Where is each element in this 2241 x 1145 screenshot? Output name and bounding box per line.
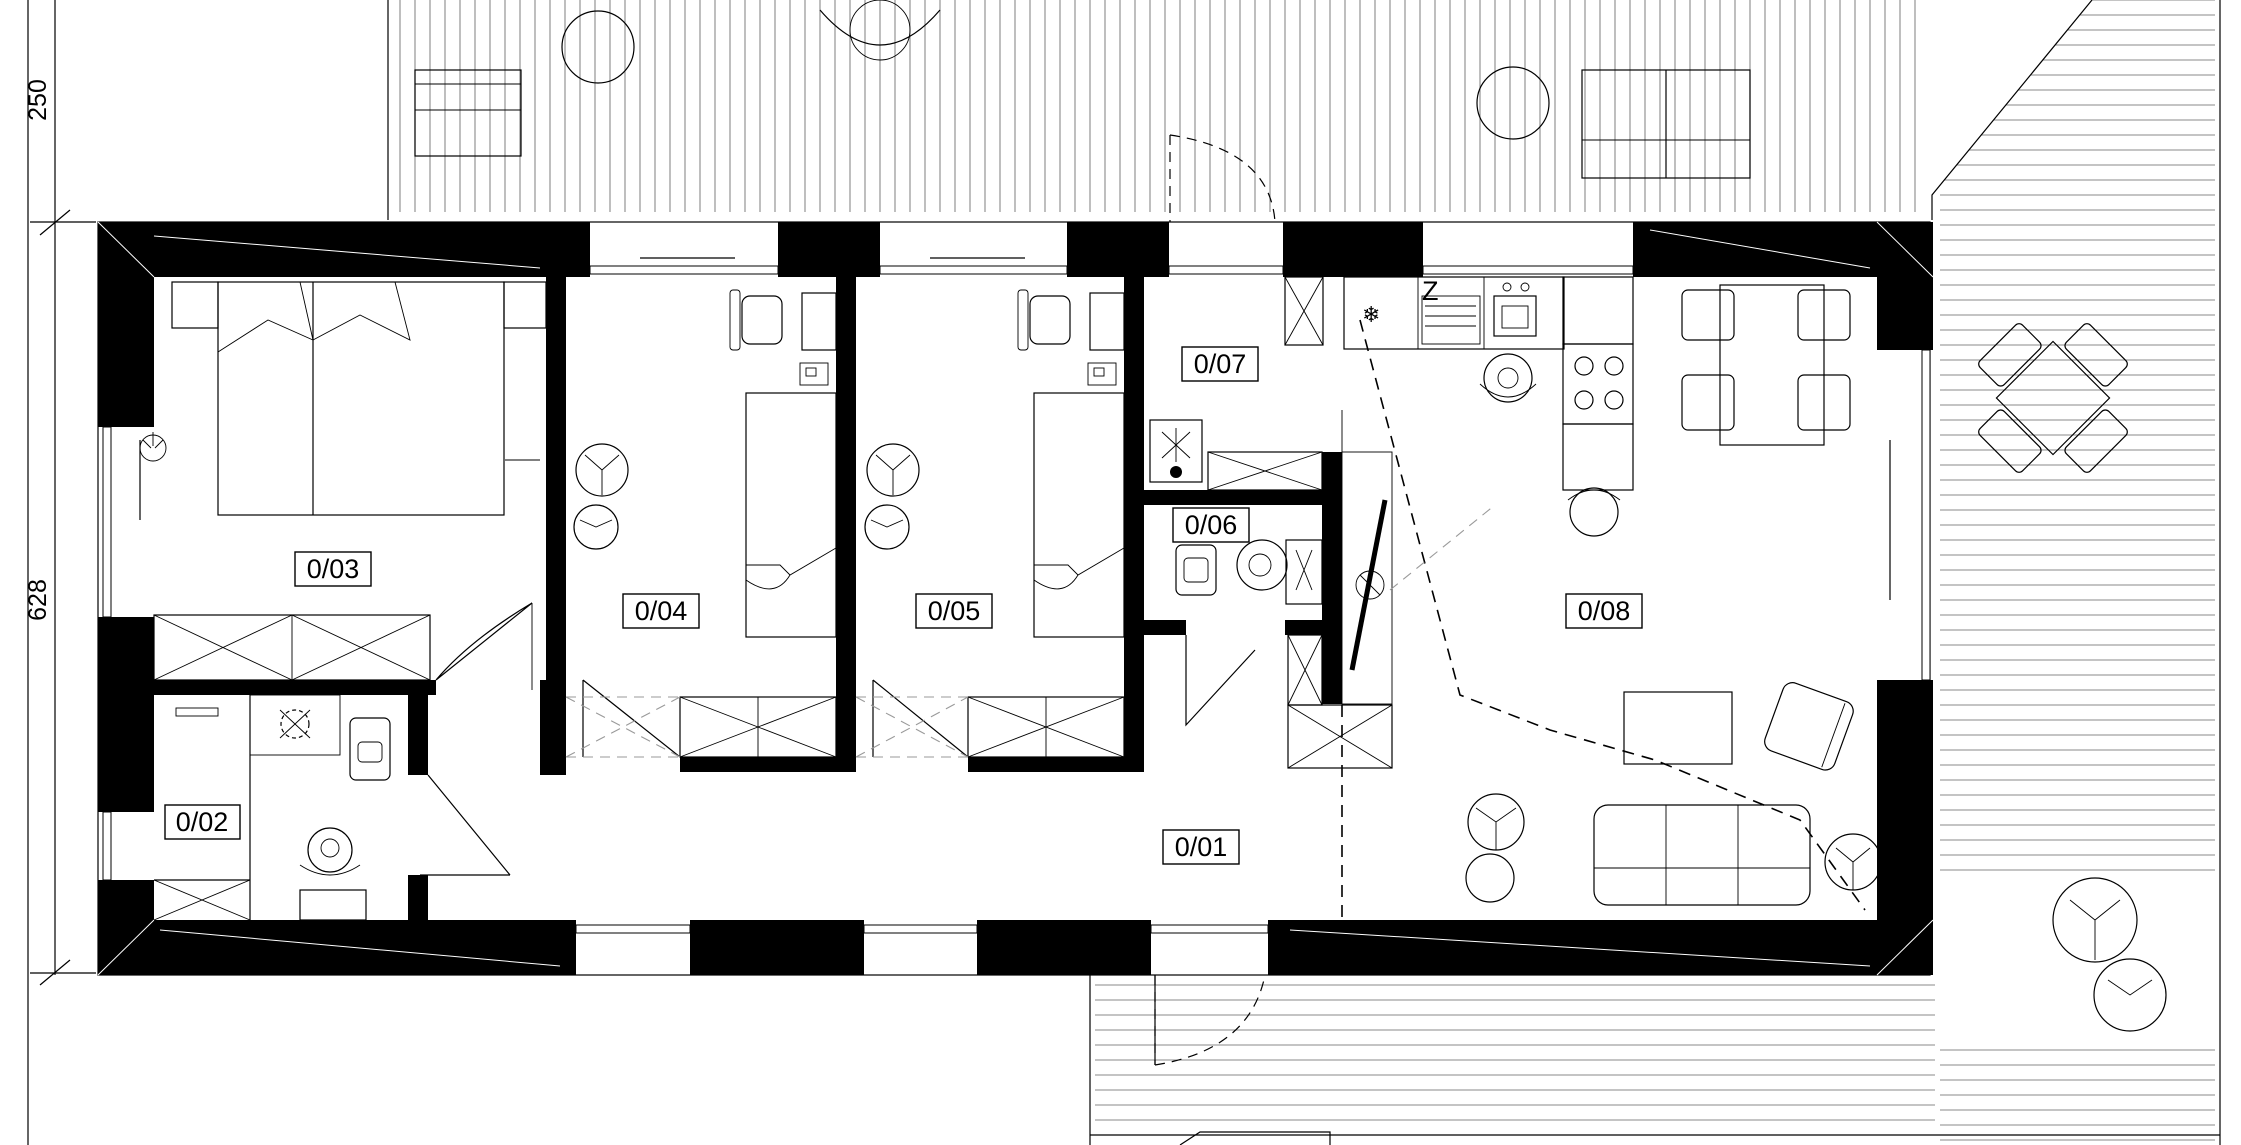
armchair xyxy=(1764,682,1854,771)
cook-person xyxy=(1479,353,1537,403)
room-label-0-07: 0/07 xyxy=(1181,346,1259,382)
room-label-0-05: 0/05 xyxy=(915,593,993,629)
room-label-0-06: 0/06 xyxy=(1172,507,1250,543)
room-label-0-02: 0/02 xyxy=(164,804,241,840)
plant-icon xyxy=(2052,877,2167,1032)
door-room-0-05 xyxy=(872,679,969,758)
south-terrace xyxy=(1089,975,2220,1145)
interior-walls xyxy=(154,277,1342,920)
room-0-04-furniture xyxy=(573,289,837,758)
east-terrace xyxy=(1931,0,2221,1145)
door-bathroom xyxy=(427,774,511,876)
door-room-0-07 xyxy=(1185,635,1256,727)
svg-text:0/03: 0/03 xyxy=(307,554,360,584)
coffee-table xyxy=(1623,691,1733,765)
bathroom-fixtures xyxy=(153,694,391,921)
plant-icon xyxy=(139,432,167,462)
door-entrance-south xyxy=(1154,974,1266,1066)
stove-icon xyxy=(1574,356,1624,410)
svg-text:0/07: 0/07 xyxy=(1194,349,1247,379)
room-label-0-01: 0/01 xyxy=(1162,829,1240,865)
door-entrance-north xyxy=(1169,134,1276,223)
plant-icon xyxy=(1465,793,1882,903)
room-label-0-03: 0/03 xyxy=(294,551,372,587)
kitchen-counter xyxy=(1343,276,1634,491)
dimension-line xyxy=(27,0,96,1145)
fridge-mark: Z xyxy=(1422,276,1439,306)
patio-table-set xyxy=(1978,323,2128,473)
north-terrace xyxy=(387,0,1916,220)
room-0-05-furniture xyxy=(864,289,1125,758)
svg-text:0/01: 0/01 xyxy=(1175,832,1228,862)
bathroom-0-06-fixtures xyxy=(1175,539,1323,605)
svg-text:0/04: 0/04 xyxy=(635,596,688,626)
room-label-0-04: 0/04 xyxy=(622,593,700,629)
wardrobe xyxy=(153,614,431,681)
svg-text:0/08: 0/08 xyxy=(1578,596,1631,626)
bed-double xyxy=(171,281,547,516)
svg-text:0/06: 0/06 xyxy=(1185,510,1238,540)
south-bench xyxy=(1179,1131,1331,1145)
room-0-07-fixtures xyxy=(1149,276,1324,491)
dimension-label-house: 628 xyxy=(24,579,52,621)
door-room-0-04 xyxy=(582,679,681,758)
svg-text:0/02: 0/02 xyxy=(176,807,229,837)
room-label-0-08: 0/08 xyxy=(1565,593,1643,629)
house-outline xyxy=(97,221,1931,976)
dining-table xyxy=(1681,284,1851,446)
sink-icon xyxy=(1421,282,1537,345)
dimension-label-terrace: 250 xyxy=(24,79,52,121)
bar-stool xyxy=(1567,487,1621,537)
windows xyxy=(102,257,1931,934)
outdoor-furniture xyxy=(414,0,1751,179)
svg-text:0/05: 0/05 xyxy=(928,596,981,626)
fridge-icon: ❄ xyxy=(1362,303,1380,328)
door-bedroom xyxy=(435,602,533,681)
exterior-walls xyxy=(98,222,1933,975)
sofa xyxy=(1593,804,1811,906)
